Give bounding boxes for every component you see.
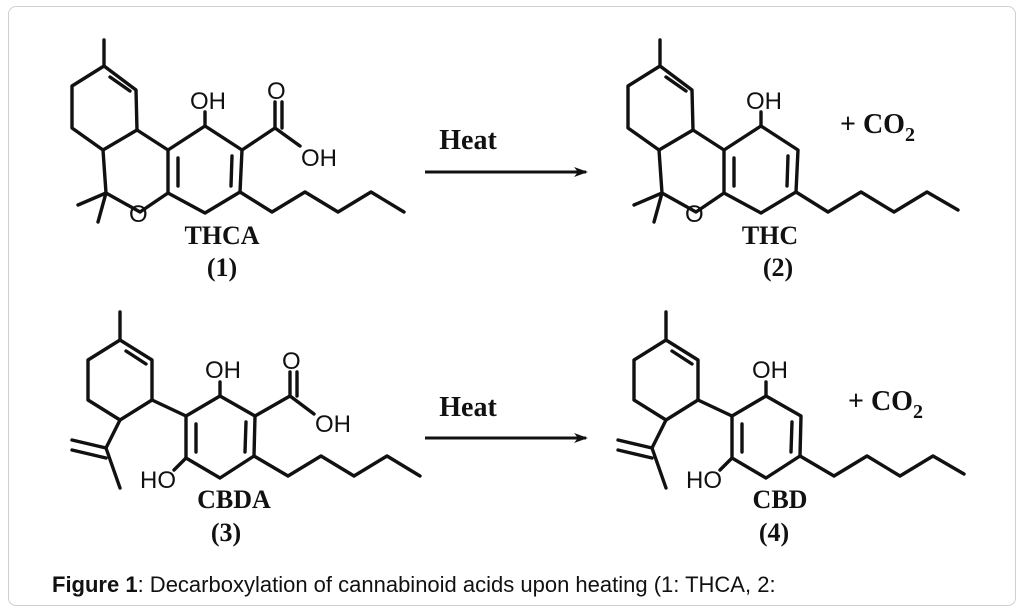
cbda-ho-label: HO	[140, 467, 176, 494]
cbda-number: (3)	[211, 518, 241, 547]
cbd-oh-label: OH	[752, 357, 788, 384]
reaction-1-byproduct: + CO2	[840, 109, 915, 146]
cbd-number: (4)	[759, 518, 789, 547]
thc-number: (2)	[763, 253, 793, 282]
reaction-2-byproduct: + CO2	[848, 386, 923, 423]
thc-ring-o-label: O	[685, 201, 704, 228]
cbda-structure: OH O OH HO	[70, 310, 422, 494]
reaction-1-condition: Heat	[439, 125, 497, 156]
thca-number: (1)	[207, 253, 237, 282]
thca-structure: OH O OH O	[70, 38, 406, 228]
caption-text: : Decarboxylation of cannabinoid acids u…	[137, 572, 776, 597]
figure-frame	[8, 6, 1016, 606]
thca-carbonyl-o-label: O	[267, 78, 286, 105]
thc-name: THC	[742, 221, 798, 250]
thc-oh-label: OH	[746, 88, 782, 115]
cbda-carbonyl-o-label: O	[282, 348, 301, 375]
thca-name: THCA	[184, 221, 259, 250]
caption-label: Figure 1	[52, 572, 138, 597]
cbd-structure: OH HO	[616, 310, 966, 494]
thca-acid-oh-label: OH	[301, 145, 337, 172]
cbda-acid-oh-label: OH	[315, 411, 351, 438]
cbd-ho-label: HO	[686, 467, 722, 494]
thca-oh-label: OH	[190, 88, 226, 115]
thc-structure: OH O	[626, 38, 960, 228]
thca-ring-o-label: O	[129, 201, 148, 228]
cbda-oh-label: OH	[205, 357, 241, 384]
cbd-name: CBD	[753, 485, 808, 514]
cbda-name: CBDA	[197, 485, 271, 514]
reaction-2-condition: Heat	[439, 392, 497, 423]
figure-caption: Figure 1: Decarboxylation of cannabinoid…	[52, 572, 1012, 598]
